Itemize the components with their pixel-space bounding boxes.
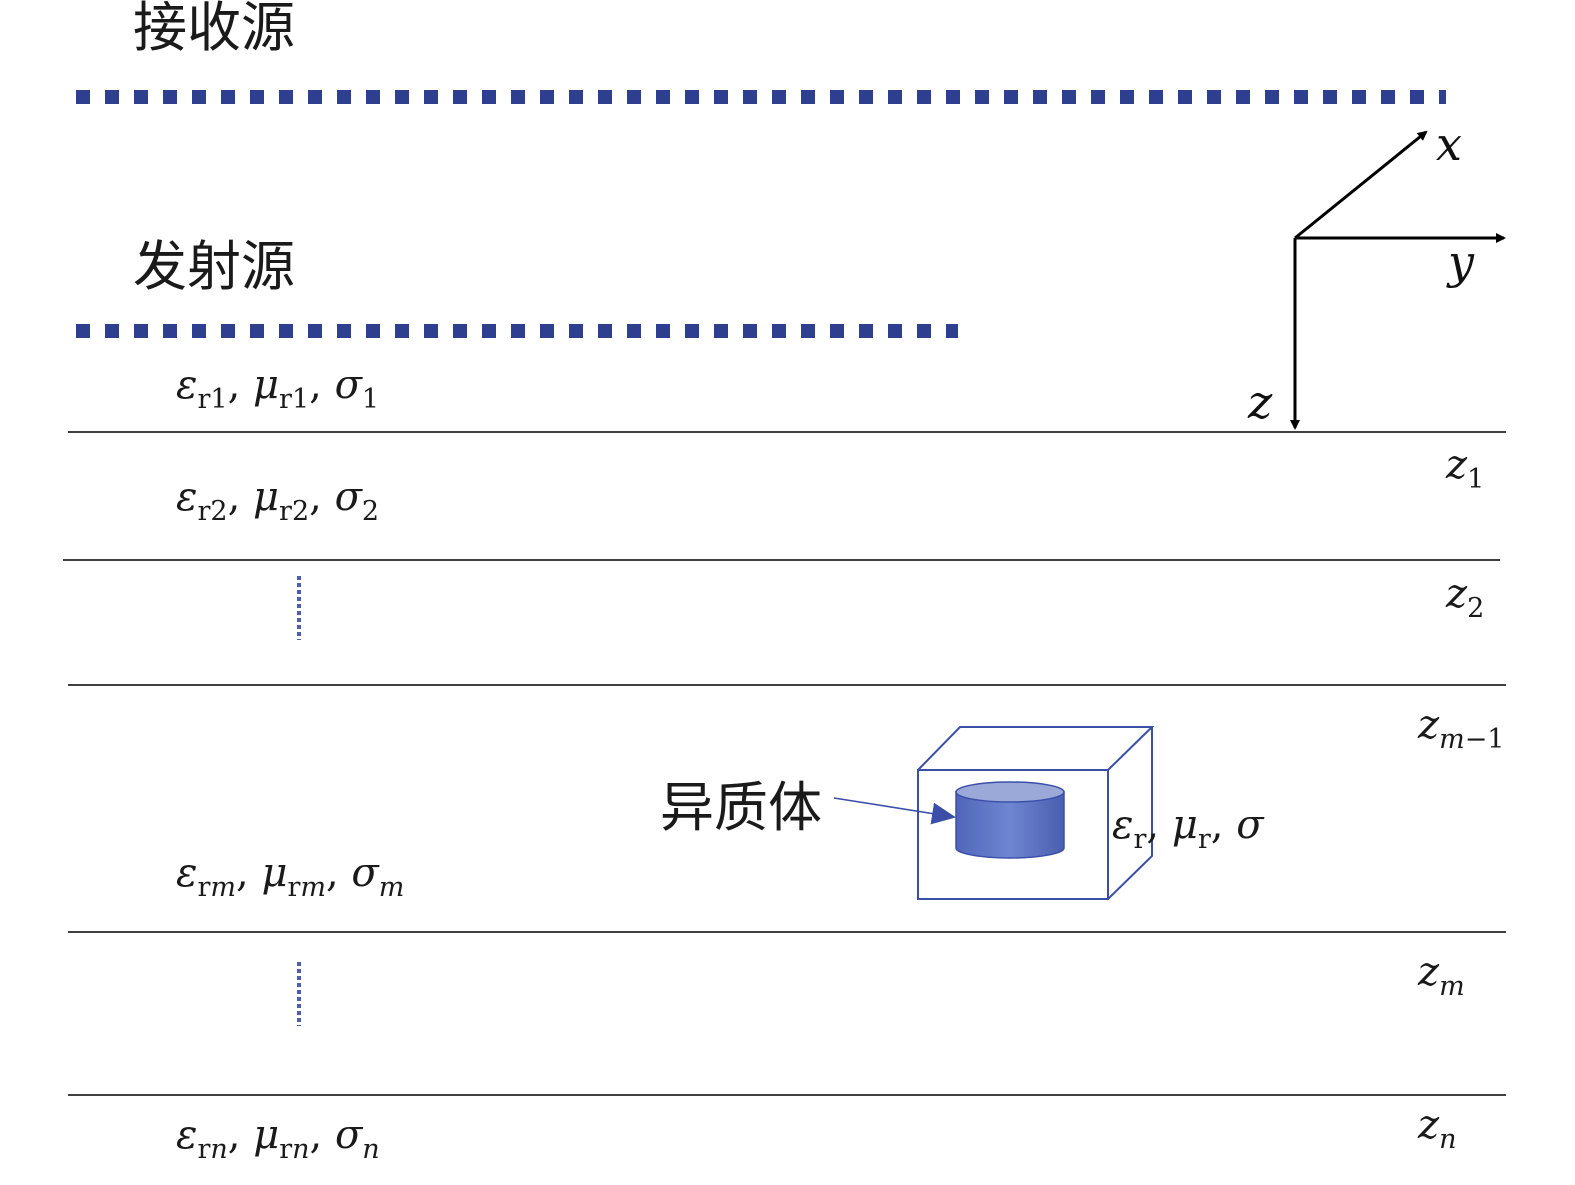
x-axis-label: x: [1436, 117, 1462, 171]
anomaly-box: [917, 726, 1155, 900]
layer-m-params: εrm, μrm, σm: [176, 850, 404, 903]
y-axis-label: y: [1446, 235, 1475, 289]
interface-label-z1: z1: [1445, 442, 1484, 495]
layer-1-params: εr1, μr1, σ1: [176, 362, 379, 415]
anomaly-box-top-face: [917, 726, 1155, 771]
receiver-source-label: 接收源: [133, 0, 295, 59]
anomaly-box-side-face: [1107, 727, 1153, 900]
cylinder-body: [955, 791, 1065, 859]
anomaly-label: 异质体: [660, 776, 822, 839]
interface-label-zm: zm: [1417, 949, 1465, 1002]
z-axis-label: z: [1247, 375, 1273, 429]
transmitter-source-label: 发射源: [133, 235, 295, 298]
anomaly-box-front-face: [917, 769, 1109, 900]
interface-label-zm-1: zm−1: [1417, 702, 1505, 755]
layer-2-params: εr2, μr2, σ2: [176, 474, 379, 527]
anomaly-params: εr, μr, σ: [1112, 802, 1265, 855]
layer-n-params: εrn, μrn, σn: [176, 1112, 380, 1165]
interface-label-zn: zn: [1417, 1102, 1456, 1155]
anomaly-cylinder: [955, 781, 1065, 859]
interface-label-z2: z2: [1445, 571, 1484, 624]
coordinate-axes: x y z: [1247, 117, 1506, 430]
anomaly-pointer-arrow: [833, 797, 956, 825]
cylinder-top: [955, 781, 1065, 803]
x-axis-arrow: [1294, 130, 1428, 240]
